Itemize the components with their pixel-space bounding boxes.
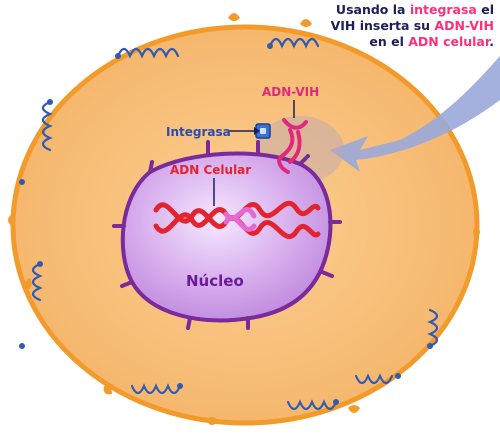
- receptor-bottom-left: [130, 383, 182, 395]
- caption-integrasa: integrasa: [409, 2, 477, 17]
- receptor-bottom-right: [286, 399, 338, 411]
- label-adn-vih: ADN-VIH: [262, 85, 319, 99]
- caption-part1: Usando la: [335, 2, 410, 17]
- receptor-top-right: [268, 37, 320, 49]
- receptor-top-left: [116, 47, 180, 59]
- receptor-left-upper: [41, 100, 53, 152]
- label-nucleo: Núcleo: [186, 272, 244, 290]
- receptor-right-lower: [427, 308, 439, 348]
- caption-adn-celular: ADN celular: [408, 34, 490, 49]
- caption: Usando la integrasa el VIH inserta su AD…: [324, 2, 494, 50]
- receptor-left-lower: [31, 262, 43, 302]
- label-integrasa: Integrasa: [166, 125, 231, 139]
- cellular-dna-helix: [153, 200, 321, 240]
- receptor-tips: [19, 43, 433, 405]
- entry-arrow: [330, 56, 500, 172]
- membrane-receptors: [31, 37, 439, 411]
- membrane-bumps: [8, 13, 480, 425]
- caption-part5: en el: [369, 34, 409, 49]
- caption-period: .: [489, 34, 494, 49]
- caption-part3: el VIH inserta su: [330, 2, 494, 33]
- nucleus: [120, 151, 333, 323]
- hiv-dna-fragment: [277, 118, 308, 174]
- label-adn-celular: ADN Celular: [170, 163, 251, 177]
- integrasa-pointer-head: [254, 127, 260, 135]
- caption-adn-vih: ADN-VIH: [434, 18, 494, 33]
- receptor-right-bottom: [354, 373, 394, 385]
- nuclear-pores: [112, 140, 342, 330]
